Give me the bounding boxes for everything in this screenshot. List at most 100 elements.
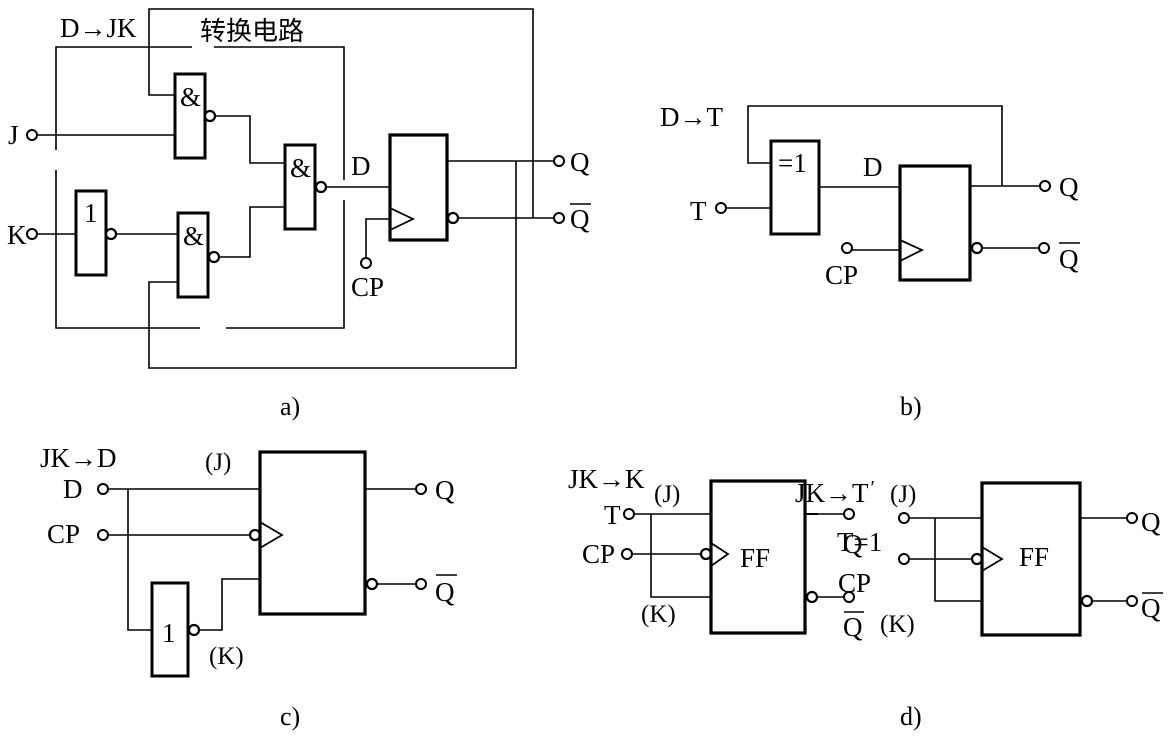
qbar-output-bubble bbox=[446, 211, 460, 225]
input-t-terminal[interactable] bbox=[715, 202, 727, 214]
clock-triangle-icon bbox=[389, 207, 416, 231]
input-cp-label: CP bbox=[47, 519, 80, 549]
output-qbar-label: Q bbox=[843, 611, 864, 642]
nand-gate-3-output-bubble bbox=[207, 250, 221, 264]
input-cp-terminal[interactable] bbox=[621, 548, 633, 560]
xor-gate bbox=[769, 139, 821, 236]
output-q-label: Q bbox=[1059, 172, 1079, 202]
not-gate bbox=[74, 189, 108, 277]
clock-triangle-icon bbox=[259, 521, 284, 549]
panel-b-d-to-t: D→T =1 T D CP Q Q bbox=[660, 102, 1080, 290]
output-qbar-terminal[interactable] bbox=[1038, 242, 1050, 254]
input-t-terminal[interactable] bbox=[623, 508, 635, 520]
output-q-terminal[interactable] bbox=[1126, 512, 1138, 524]
input-t-label: T bbox=[690, 196, 707, 226]
output-qbar-terminal[interactable] bbox=[415, 578, 427, 590]
output-q-terminal[interactable] bbox=[553, 155, 565, 167]
conversion-circuit-boundary bbox=[55, 46, 345, 329]
clock-triangle-icon bbox=[899, 239, 925, 262]
caption-c: c) bbox=[280, 702, 300, 731]
d-flip-flop bbox=[388, 133, 449, 242]
output-qbar-label: Q bbox=[435, 574, 457, 607]
not-gate-output-bubble bbox=[187, 623, 201, 637]
cp-label: CP bbox=[825, 260, 858, 290]
output-q-label: Q bbox=[570, 147, 590, 177]
svg-text:Q: Q bbox=[570, 204, 590, 234]
svg-text:Q: Q bbox=[1141, 593, 1161, 623]
pin-k-label: (K) bbox=[209, 643, 244, 670]
pin-j-label: (J) bbox=[654, 481, 680, 508]
input-t-label: T bbox=[604, 500, 621, 530]
qbar-output-bubble bbox=[805, 590, 819, 604]
nand-gate-1 bbox=[173, 72, 207, 160]
not-gate-symbol: 1 bbox=[162, 618, 176, 648]
input-cp-label: CP bbox=[838, 568, 871, 598]
output-q-terminal[interactable] bbox=[415, 483, 427, 495]
nand-gate-3-symbol: & bbox=[183, 221, 204, 251]
input-cp-terminal[interactable] bbox=[97, 529, 109, 541]
feedback-q-wire bbox=[747, 105, 1003, 186]
input-cp-terminal[interactable] bbox=[898, 553, 910, 565]
svg-text:Q: Q bbox=[435, 577, 455, 607]
input-k-terminal[interactable] bbox=[26, 228, 38, 240]
input-d-label: D bbox=[63, 474, 83, 504]
cp-terminal[interactable] bbox=[360, 257, 372, 269]
cp-terminal[interactable] bbox=[841, 242, 853, 254]
ff-block-label: FF bbox=[740, 543, 770, 573]
caption-b: b) bbox=[900, 392, 922, 421]
input-t1-terminal[interactable] bbox=[898, 512, 910, 524]
cp-label: CP bbox=[351, 272, 384, 302]
svg-text:Q: Q bbox=[843, 612, 863, 642]
nand-gate-2-output-bubble bbox=[314, 180, 328, 194]
panel-c-jk-to-d: JK→D (J) D CP 1 (K) Q Q bbox=[40, 443, 457, 678]
panel-d-jk-to-k: JK→K (J) (K) T CP FF bbox=[568, 464, 864, 642]
conversion-circuit-label: 转换电路 bbox=[200, 17, 304, 47]
panel-d2-title: JK→T′ bbox=[795, 477, 875, 508]
panel-c-title: JK→D bbox=[40, 443, 117, 473]
output-qbar-terminal[interactable] bbox=[843, 591, 855, 603]
clock-triangle-icon bbox=[981, 546, 1004, 572]
input-d-terminal[interactable] bbox=[97, 483, 109, 495]
input-cp-label: CP bbox=[582, 539, 615, 569]
nand-gate-2 bbox=[283, 143, 317, 231]
panel-b-title: D→T bbox=[660, 102, 723, 132]
output-q-label: Q bbox=[843, 529, 863, 559]
jk-flip-flop bbox=[258, 450, 367, 616]
jk-flip-flop bbox=[709, 479, 807, 635]
output-qbar-terminal[interactable] bbox=[553, 212, 565, 224]
input-k-label: K bbox=[7, 220, 27, 250]
qbar-output-bubble bbox=[365, 577, 379, 591]
output-qbar-terminal[interactable] bbox=[1126, 595, 1138, 607]
not-gate-output-bubble bbox=[104, 227, 118, 241]
output-qbar-label: Q bbox=[1059, 242, 1080, 274]
pin-j-label: (J) bbox=[890, 481, 916, 508]
clock-triangle-icon bbox=[710, 542, 730, 567]
not-gate-symbol: 1 bbox=[84, 198, 98, 228]
internal-d-label: D bbox=[351, 151, 371, 181]
qbar-output-bubble bbox=[970, 241, 984, 255]
feedback-qbar-wire bbox=[148, 8, 534, 218]
output-q-terminal[interactable] bbox=[1039, 180, 1051, 192]
nand-gate-2-symbol: & bbox=[290, 153, 311, 183]
svg-text:Q: Q bbox=[1059, 244, 1079, 274]
pin-j-label: (J) bbox=[205, 449, 231, 476]
output-qbar-label: Q bbox=[1141, 592, 1163, 623]
feedback-q-wire bbox=[148, 161, 517, 369]
panel-a-title: D→JK bbox=[60, 13, 137, 43]
qbar-output-bubble bbox=[1080, 594, 1094, 608]
input-t1-label: T=1 bbox=[837, 527, 882, 557]
ff-block-label: FF bbox=[1019, 542, 1049, 572]
d-flip-flop bbox=[898, 164, 972, 282]
output-qbar-label: Q bbox=[570, 203, 591, 234]
nand-gate-1-output-bubble bbox=[203, 109, 217, 123]
panel-d1-title: JK→K bbox=[568, 464, 645, 494]
output-q-terminal[interactable] bbox=[843, 508, 855, 520]
input-j-terminal[interactable] bbox=[26, 129, 38, 141]
input-j-label: J bbox=[8, 120, 19, 150]
panel-d-jk-to-t-prime: JK→T′ (J) (K) T=1 CP FF Q Q bbox=[795, 477, 1163, 638]
jk-flip-flop bbox=[980, 481, 1082, 637]
xor-gate-symbol: =1 bbox=[778, 148, 807, 178]
output-q-label: Q bbox=[435, 475, 455, 505]
caption-d: d) bbox=[900, 702, 922, 731]
